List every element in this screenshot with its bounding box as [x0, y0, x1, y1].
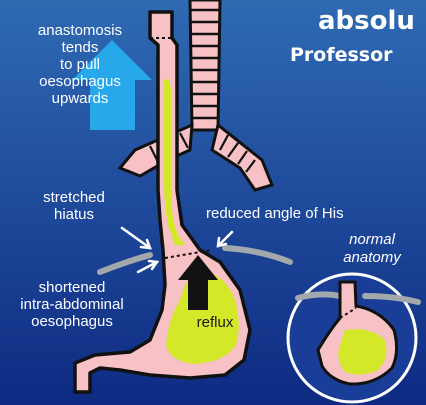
svg-text:stretched: stretched: [43, 189, 105, 206]
svg-text:oesophagus: oesophagus: [39, 73, 121, 90]
header-subtitle: Professor: [290, 44, 393, 66]
label-reduced-angle-of-his: reduced angle of His: [206, 205, 344, 222]
trachea: [190, 0, 220, 130]
svg-text:tends: tends: [62, 39, 99, 56]
svg-text:to pull: to pull: [60, 56, 100, 73]
svg-text:hiatus: hiatus: [54, 206, 94, 223]
svg-text:shortened: shortened: [39, 279, 106, 296]
svg-text:intra-abdominal: intra-abdominal: [20, 296, 123, 313]
label-normal-anatomy: normal anatomy: [343, 231, 402, 266]
normal-anatomy-inset: [288, 274, 418, 402]
header-title: absolu: [318, 6, 415, 36]
svg-text:normal: normal: [349, 231, 396, 248]
svg-text:anatomy: anatomy: [343, 249, 402, 266]
svg-text:anastomosis: anastomosis: [38, 22, 122, 39]
label-reflux: reflux: [197, 314, 234, 331]
svg-text:upwards: upwards: [52, 90, 109, 107]
svg-text:oesophagus: oesophagus: [31, 313, 113, 330]
